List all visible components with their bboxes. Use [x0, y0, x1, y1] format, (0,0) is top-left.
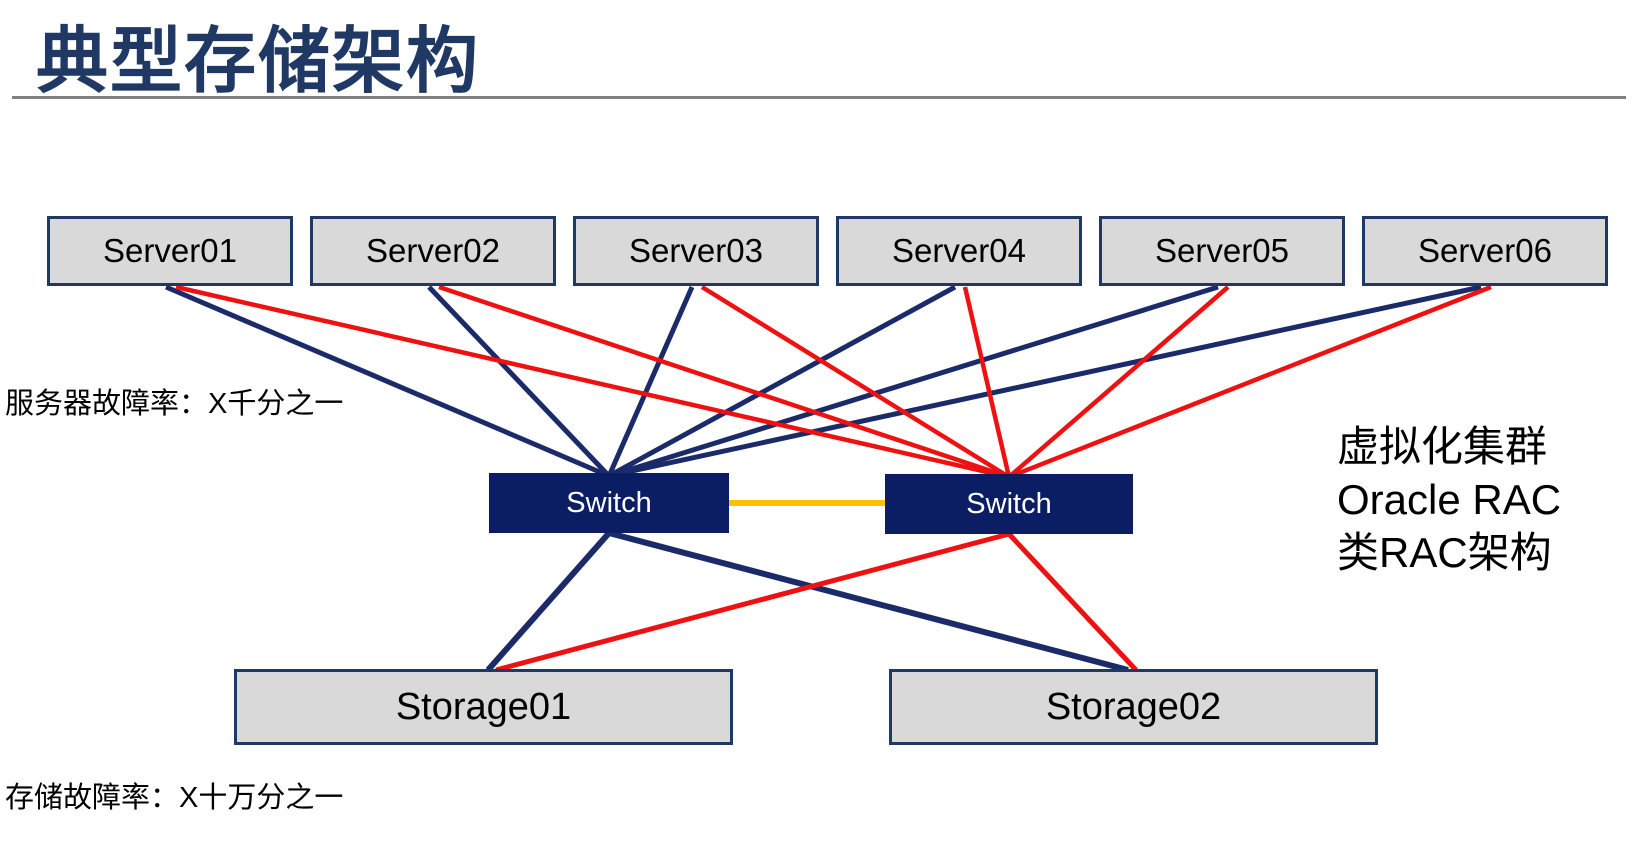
server-node-5: Server05 — [1099, 216, 1345, 286]
storage-node-2: Storage02 — [889, 669, 1378, 745]
storage-failure-rate-note: 存储故障率：X十万分之一 — [5, 782, 344, 814]
link-Switch2-Storage01 — [495, 531, 1010, 673]
link-Server03-Switch1 — [606, 285, 695, 478]
page-title: 典型存储架构 — [36, 22, 481, 102]
link-Server05-Switch2 — [1007, 285, 1230, 479]
switch-node-1: Switch — [489, 473, 729, 533]
link-Server01-Switch1 — [165, 284, 610, 479]
link-Server06-Switch1 — [608, 284, 1482, 479]
cluster-note-line-1: 虚拟化集群 — [1337, 423, 1548, 470]
link-Server04-Switch1 — [607, 284, 957, 479]
link-Server01-Switch2 — [175, 284, 1010, 480]
cluster-type-note: 虚拟化集群 Oracle RAC 类RAC架构 — [1337, 420, 1561, 579]
link-Switch1-Storage01 — [485, 531, 612, 672]
link-Server06-Switch2 — [1008, 284, 1492, 480]
server-node-2: Server02 — [310, 216, 556, 286]
link-Server05-Switch1 — [608, 284, 1219, 479]
server-node-4: Server04 — [836, 216, 1082, 286]
link-Server04-Switch2 — [962, 286, 1012, 478]
link-Server02-Switch2 — [438, 284, 1010, 480]
server-failure-rate-note: 服务器故障率：X千分之一 — [5, 388, 344, 420]
switch-node-2: Switch — [885, 474, 1133, 534]
server-node-3: Server03 — [573, 216, 819, 286]
cluster-note-line-2: Oracle RAC — [1337, 476, 1562, 523]
cluster-note-line-3: 类RAC架构 — [1337, 529, 1552, 576]
link-Switch1-Storage02 — [608, 530, 1129, 673]
server-node-6: Server06 — [1362, 216, 1608, 286]
link-Switch2-Storage02 — [1007, 532, 1138, 672]
storage-node-1: Storage01 — [234, 669, 733, 745]
title-divider — [12, 96, 1626, 99]
server-node-1: Server01 — [47, 216, 293, 286]
link-Server03-Switch2 — [700, 285, 1011, 479]
link-Server02-Switch1 — [427, 285, 611, 478]
